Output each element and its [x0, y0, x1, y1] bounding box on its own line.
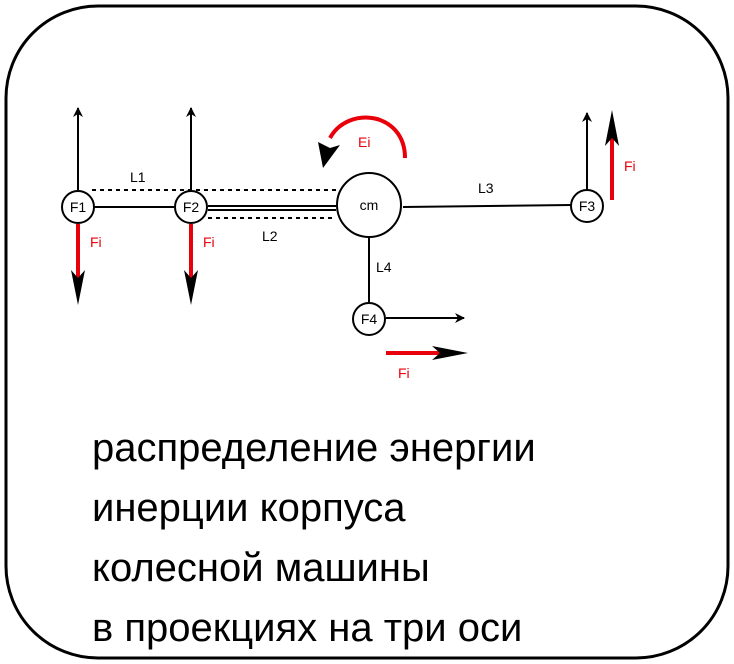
f1-inertia-label: Fi [90, 234, 102, 250]
node-f3 [570, 189, 604, 223]
outer-frame [4, 4, 730, 660]
node-f1 [61, 190, 95, 224]
link-l2-label: L2 [262, 228, 278, 244]
node-f4-label: F4 [361, 311, 378, 327]
node-f3-label: F3 [579, 198, 596, 214]
inertia-moment-arrow-head [318, 142, 340, 168]
f3-inertia-label: Fi [624, 158, 636, 174]
caption-line-4: в проекциях на три оси [92, 606, 523, 650]
caption-line-1: распределение энергии [92, 426, 536, 470]
link-l1-label: L1 [130, 169, 146, 185]
node-f2-label: F2 [183, 199, 200, 215]
caption-line-3: колесной машины [92, 546, 430, 590]
f4-inertia-label: Fi [398, 365, 410, 381]
inertia-moment-label: Ei [358, 134, 370, 150]
f1-inertia-arrow-head [71, 270, 85, 305]
node-center-of-mass [336, 172, 402, 238]
caption: распределение энергии инерции корпуса ко… [92, 418, 692, 658]
node-f1-label: F1 [70, 199, 87, 215]
inertia-moment-arc [328, 115, 407, 159]
node-center-of-mass-label: cm [360, 197, 379, 213]
link-l4-label: L4 [376, 259, 392, 275]
node-f4 [352, 302, 386, 336]
link-cm-f3 [402, 204, 572, 208]
link-l3-label: L3 [478, 180, 494, 196]
f2-inertia-label: Fi [203, 234, 215, 250]
f4-inertia-arrow-head [432, 346, 468, 360]
node-f2 [174, 190, 208, 224]
f3-inertia-arrow-head [605, 110, 619, 146]
f2-inertia-arrow-head [184, 270, 198, 305]
caption-line-2: инерции корпуса [92, 486, 406, 530]
